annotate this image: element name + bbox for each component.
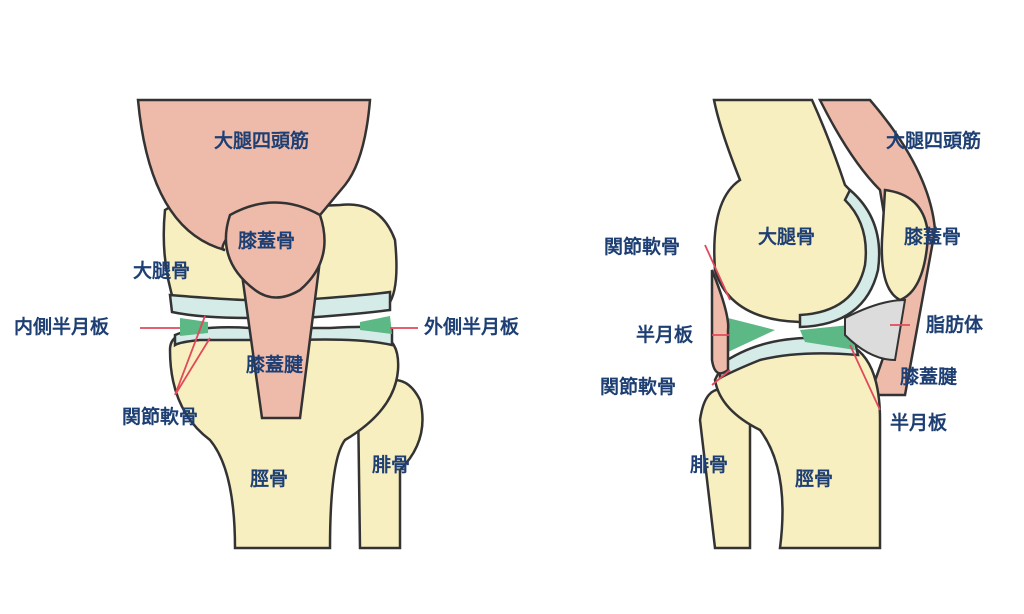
- front-view: [136, 98, 424, 550]
- side-femur-cartilage: [798, 188, 881, 329]
- side-fibula: [698, 388, 752, 550]
- side-posterior-tissue: [710, 269, 730, 375]
- side-fat-pad: [844, 298, 907, 362]
- label-side-femur: 大腿骨: [758, 226, 816, 248]
- front-lateral-meniscus: [360, 316, 392, 334]
- label-side-tibia: 脛骨: [795, 468, 834, 490]
- label-front-articular-cartilage: 関節軟骨: [122, 406, 199, 428]
- front-patella: [224, 201, 326, 299]
- label-side-fibula: 腓骨: [690, 454, 729, 476]
- label-side-meniscus-right: 半月板: [890, 412, 948, 434]
- label-front-patellar-tendon: 膝蓋腱: [246, 354, 304, 376]
- side-meniscus-posterior: [728, 318, 775, 352]
- front-medial-meniscus: [180, 318, 208, 336]
- label-side-meniscus-left: 半月板: [636, 324, 694, 346]
- label-front-quadriceps: 大腿四頭筋: [214, 130, 310, 152]
- label-front-patella: 膝蓋骨: [238, 230, 296, 252]
- label-side-fat-pad: 脂肪体: [926, 314, 984, 336]
- label-front-tibia: 脛骨: [250, 468, 289, 490]
- side-meniscus-anterior: [800, 325, 855, 350]
- label-side-quadriceps: 大腿四頭筋: [886, 130, 982, 152]
- label-front-lateral-meniscus: 外側半月板: [424, 316, 520, 338]
- label-side-patellar-tendon: 膝蓋腱: [900, 366, 958, 388]
- label-side-patella: 膝蓋骨: [904, 226, 962, 248]
- side-view: [698, 98, 937, 550]
- label-front-medial-meniscus: 内側半月板: [14, 316, 110, 338]
- label-side-articular-cartilage-upper: 関節軟骨: [604, 236, 681, 258]
- label-front-femur: 大腿骨: [133, 260, 191, 282]
- label-side-articular-cartilage-lower: 関節軟骨: [600, 376, 677, 398]
- side-quadriceps: [817, 98, 937, 397]
- side-tibia-cartilage: [718, 336, 860, 381]
- label-front-fibula: 腓骨: [372, 454, 411, 476]
- side-patella: [880, 188, 930, 302]
